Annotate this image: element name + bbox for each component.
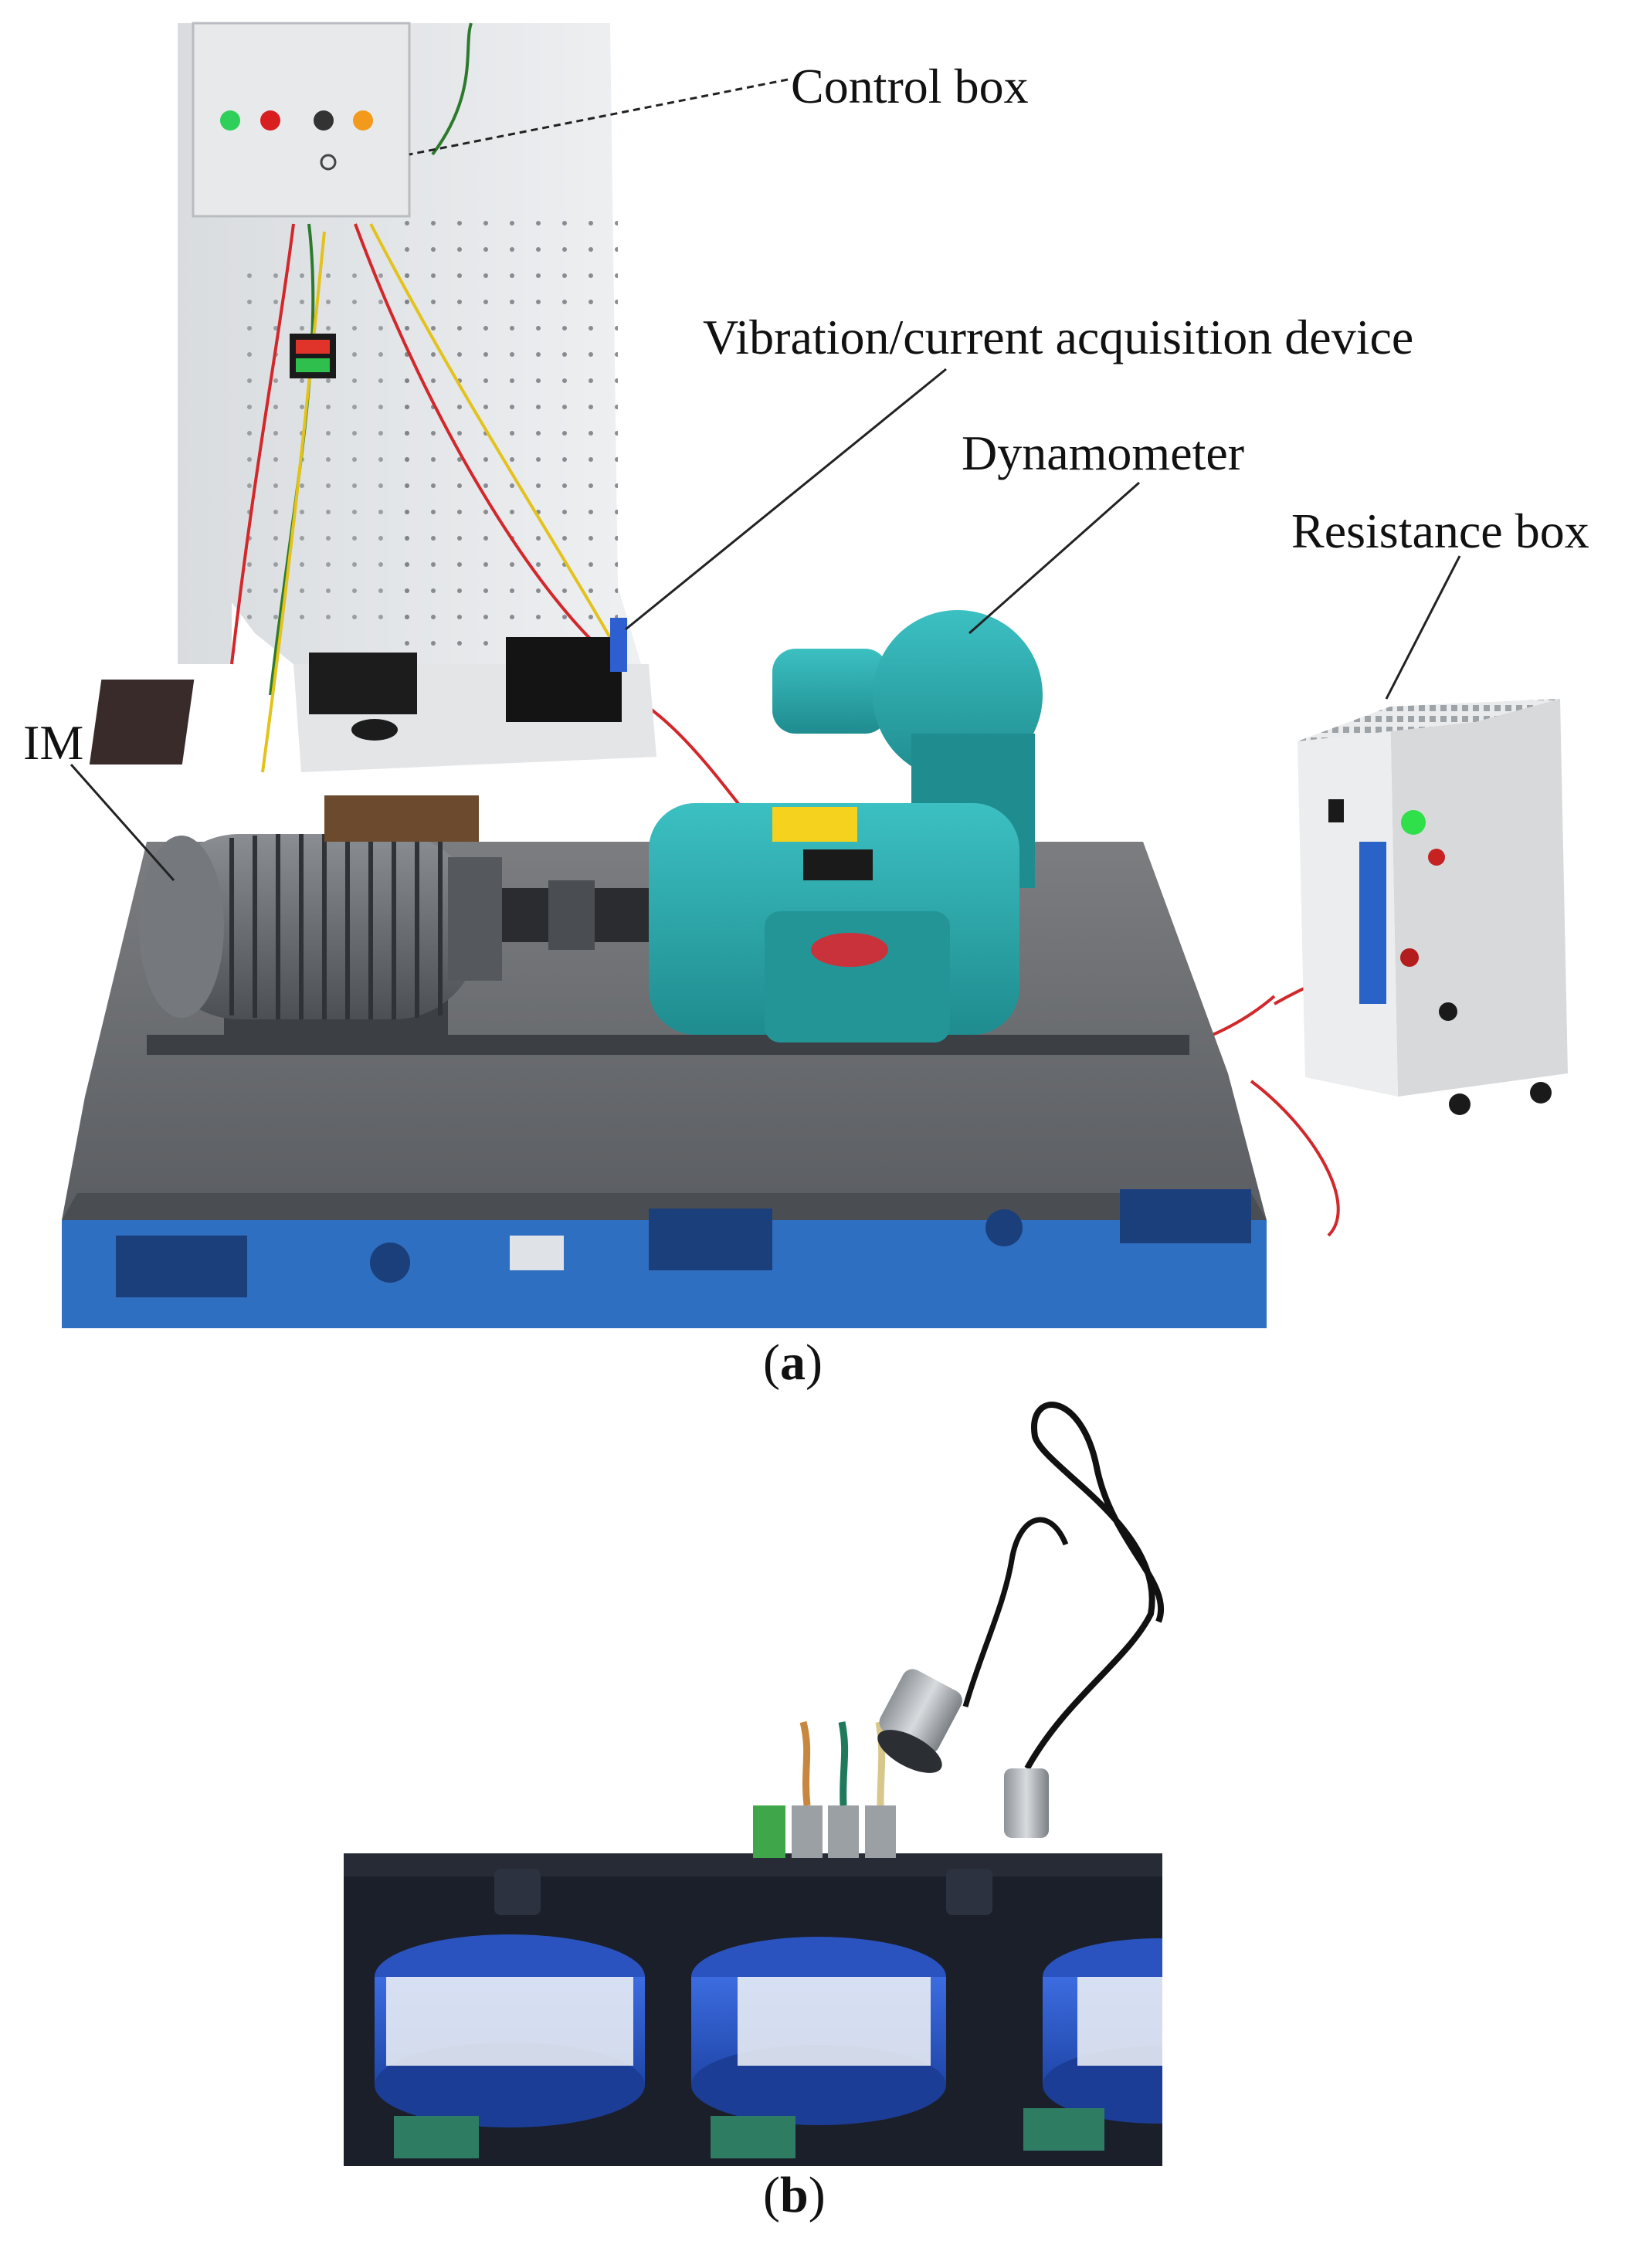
coupling: [502, 880, 656, 950]
acquisition-shelf: [89, 618, 656, 772]
leader-lines: [70, 78, 1461, 881]
vibration-sensor: [877, 1402, 1165, 1838]
label-im: IM: [23, 715, 84, 770]
label-resistance-box: Resistance box: [1291, 503, 1589, 558]
control-box: [192, 22, 411, 218]
current-sensor-2: [691, 1937, 946, 2158]
caption-b-letter: b: [779, 2167, 809, 2223]
induction-motor: [139, 795, 502, 1050]
panel-a-photo: [62, 22, 1568, 1328]
current-sensor-3: [1023, 1938, 1274, 2151]
caption-b: (b): [763, 2167, 826, 2223]
label-control-box: Control box: [791, 59, 1029, 114]
label-dynamometer: Dynamometer: [962, 425, 1245, 480]
digital-display: [290, 334, 336, 378]
terminals: [753, 1721, 896, 1858]
caption-a: (a): [763, 1334, 823, 1391]
current-sensor-1: [375, 1934, 645, 2158]
caption-a-letter: a: [779, 1334, 806, 1391]
dynamometer: [649, 610, 1043, 1043]
label-acquisition-device: Vibration/current acquisition device: [703, 310, 1414, 364]
resistance-box: [1298, 699, 1568, 1115]
sensor-panel: [344, 1853, 1162, 2166]
